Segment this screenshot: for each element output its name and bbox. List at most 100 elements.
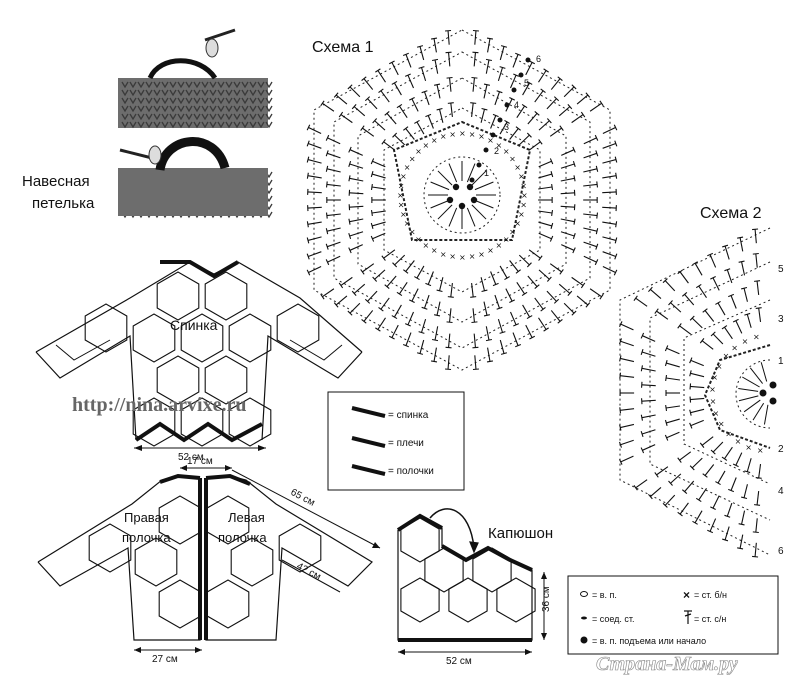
photo-caption-line1: Навесная (22, 173, 90, 190)
svg-text:×: × (415, 147, 422, 156)
back-width-label: 52 см (178, 452, 204, 463)
hood-width-dimension: 52 см (398, 649, 532, 667)
svg-text:×: × (404, 163, 411, 172)
svg-text:×: × (518, 172, 525, 181)
svg-text:×: × (520, 201, 527, 210)
length-label: 65 см (289, 487, 317, 509)
svg-text:×: × (487, 246, 494, 255)
svg-text:×: × (757, 446, 764, 455)
svg-text:×: × (709, 385, 716, 394)
svg-text:×: × (495, 141, 502, 150)
photo-caption-line2: петелька (32, 195, 95, 212)
legend-single-crochet: = ст. б/н (694, 590, 727, 600)
start-stitch-icon (580, 636, 588, 644)
double-crochet-icon (684, 610, 692, 624)
svg-text:×: × (487, 136, 494, 145)
front-width-label: 27 см (152, 654, 178, 665)
svg-text:×: × (712, 409, 719, 418)
svg-text:×: × (509, 227, 516, 236)
left-front-label-2: полочка (218, 530, 267, 545)
svg-text:×: × (478, 132, 485, 141)
watermark-url: http://nina.arvixe.ru (72, 394, 246, 416)
scheme2-row-4: 4 (778, 486, 784, 497)
svg-text:×: × (400, 172, 407, 181)
scheme1-hexagon: ×××××××××××××××××××××××××××××××××××××××× (306, 29, 618, 371)
svg-text:×: × (449, 252, 456, 261)
svg-text:×: × (742, 337, 749, 346)
svg-text:×: × (423, 241, 430, 250)
scheme1-row-5: 5 (524, 78, 529, 88)
svg-text:×: × (440, 132, 447, 141)
hood-width-label: 52 см (446, 656, 472, 667)
svg-text:×: × (723, 352, 730, 361)
svg-text:×: × (404, 219, 411, 228)
svg-text:×: × (514, 163, 521, 172)
seam-legend-back: = спинка (388, 410, 429, 421)
sleeve-label: 42 см (295, 561, 323, 583)
chain-stitch-icon (580, 591, 588, 597)
right-front-label-1: Правая (124, 510, 169, 525)
scheme1-row-4: 4 (514, 100, 519, 110)
svg-text:×: × (735, 437, 742, 446)
svg-text:×: × (423, 141, 430, 150)
hood-label: Капюшон (488, 525, 553, 542)
scheme2-row-2: 2 (778, 444, 784, 455)
hood-height-dimension: 36 см (541, 572, 552, 640)
svg-text:×: × (478, 250, 485, 259)
neck-dimension: 17 см (180, 456, 232, 471)
svg-text:×: × (509, 155, 516, 164)
scheme1-row-1: 1 (484, 168, 489, 178)
svg-text:×: × (520, 181, 527, 190)
technique-photo-bottom (118, 137, 268, 216)
svg-text:×: × (716, 362, 723, 371)
scheme2-title: Схема 2 (700, 205, 762, 222)
single-crochet-icon: × (683, 588, 690, 602)
back-panel-label: Спинка (170, 317, 218, 333)
seam-legend-shoulders: = плечи (388, 438, 424, 449)
scheme1-row-3: 3 (504, 122, 509, 132)
legend-start: = в. п. подъема или начало (592, 636, 706, 646)
svg-text:×: × (409, 155, 416, 164)
svg-text:×: × (514, 219, 521, 228)
scheme1-title: Схема 1 (312, 39, 374, 56)
svg-text:×: × (440, 250, 447, 259)
seam-legend: = спинка = плечи = полочки (327, 391, 465, 491)
svg-text:×: × (718, 420, 725, 429)
seam-legend-fronts: = полочки (388, 466, 434, 477)
front-width-dimension: 27 см (134, 647, 202, 665)
back-width-dimension: 52 см (134, 445, 266, 463)
site-logo-text: Страна-Мам.ру (596, 653, 738, 675)
svg-text:×: × (449, 130, 456, 139)
svg-text:×: × (710, 397, 717, 406)
scheme2-row-6: 6 (778, 546, 784, 557)
legend-slip-stitch: = соед. ст. (592, 614, 635, 624)
svg-text:×: × (503, 235, 510, 244)
site-logo: Страна-Мам.ру (596, 653, 738, 676)
svg-text:×: × (409, 227, 416, 236)
left-front-label-1: Левая (228, 510, 265, 525)
svg-text:×: × (731, 343, 738, 352)
svg-text:×: × (459, 253, 466, 262)
scheme1-row-6: 6 (536, 54, 541, 64)
svg-text:×: × (415, 235, 422, 244)
scheme1-row-2: 2 (494, 146, 499, 156)
svg-text:×: × (711, 373, 718, 382)
back-panel (35, 260, 363, 447)
hood-panel (396, 508, 536, 642)
scheme2-row-1: 1 (778, 356, 784, 367)
svg-text:×: × (431, 136, 438, 145)
svg-text:×: × (398, 181, 405, 190)
scheme2-row-3: 3 (778, 314, 784, 325)
svg-text:×: × (459, 129, 466, 138)
svg-text:×: × (469, 130, 476, 139)
right-front-label-2: полочка (122, 530, 171, 545)
svg-text:×: × (753, 333, 760, 342)
scheme2-row-numbers: 5 3 1 2 4 6 (778, 264, 784, 557)
scheme1-row-numbers: 6 5 4 3 2 1 (484, 54, 541, 178)
svg-text:×: × (397, 191, 404, 200)
svg-text:×: × (518, 210, 525, 219)
symbol-legend: = в. п. × = ст. б/н = соед. ст. = ст. с/… (567, 575, 779, 655)
svg-text:×: × (521, 191, 528, 200)
svg-text:×: × (725, 429, 732, 438)
front-panels (37, 473, 373, 641)
